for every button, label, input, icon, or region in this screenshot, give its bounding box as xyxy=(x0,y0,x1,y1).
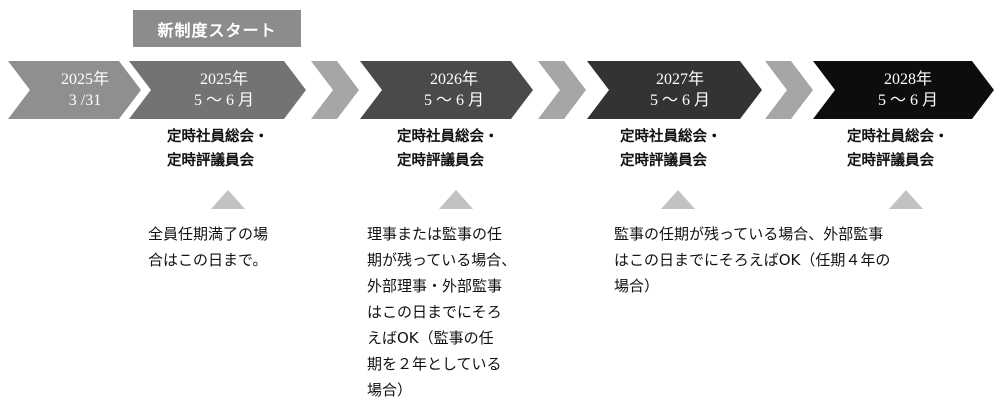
connector-arrow-2 xyxy=(538,61,586,119)
note-line: 期が残っている場合、 xyxy=(367,251,517,269)
arrow-stage-2028-may-june xyxy=(813,61,994,119)
date-year: 2025年 xyxy=(199,71,248,88)
arrow-stage-2025-may-june xyxy=(129,61,306,119)
meeting-line: 定時社員総会・ xyxy=(397,129,499,145)
meeting-label-2028: 定時社員総会・ 定時評議員会 xyxy=(847,125,949,173)
meeting-line: 定時評議員会 xyxy=(397,153,484,169)
date-label-2025-0331: 2025年 3 /31 xyxy=(40,66,130,114)
note-line: 全員任期満了の場 xyxy=(148,225,269,243)
meeting-label-2026: 定時社員総会・ 定時評議員会 xyxy=(397,125,499,173)
note-line: 理事または監事の任 xyxy=(367,225,503,243)
note-line: 監事の任期が残っている場合、外部監事 xyxy=(614,225,884,243)
note-line: 場合） xyxy=(367,381,413,399)
note-2025: 全員任期満了の場 合はこの日まで。 xyxy=(148,221,268,273)
triangle-marker-2028 xyxy=(889,190,923,209)
date-period: 5 〜 6 月 xyxy=(423,92,484,109)
connector-arrow-1 xyxy=(311,61,359,119)
triangle-marker-2027 xyxy=(661,190,695,209)
note-line: 外部理事・外部監事 xyxy=(367,277,503,295)
date-period: 5 〜 6 月 xyxy=(877,92,938,109)
arrow-stage-2025-0331 xyxy=(8,61,141,119)
meeting-line: 定時評議員会 xyxy=(167,153,254,169)
date-period: 5 〜 6 月 xyxy=(193,92,254,109)
meeting-label-2025: 定時社員総会・ 定時評議員会 xyxy=(167,125,269,173)
note-line: 期を２年としている xyxy=(367,355,502,373)
date-period: 3 /31 xyxy=(68,92,102,109)
arrow-stage-2026-may-june xyxy=(360,61,533,119)
note-line: 場合） xyxy=(614,277,660,295)
triangle-marker-2026 xyxy=(439,190,473,209)
meeting-line: 定時社員総会・ xyxy=(167,129,269,145)
date-label-2028-may-june: 2028年 5 〜 6 月 xyxy=(844,66,972,114)
meeting-line: 定時社員総会・ xyxy=(847,129,949,145)
meeting-label-2027: 定時社員総会・ 定時評議員会 xyxy=(620,125,722,173)
date-year: 2027年 xyxy=(655,71,704,88)
meeting-line: 定時評議員会 xyxy=(847,153,934,169)
new-system-start-badge: 新制度スタート xyxy=(133,10,301,47)
date-year: 2028年 xyxy=(883,71,932,88)
note-line: はこの日までにそろえばOK（任期４年の xyxy=(614,251,891,269)
note-2026: 理事または監事の任 期が残っている場合、 外部理事・外部監事 はこの日までにそろ… xyxy=(367,221,516,403)
note-line: はこの日までにそろ xyxy=(367,303,502,321)
date-label-2025-may-june: 2025年 5 〜 6 月 xyxy=(160,66,288,114)
meeting-line: 定時評議員会 xyxy=(620,153,707,169)
note-line: 合はこの日まで。 xyxy=(148,251,268,269)
meeting-line: 定時社員総会・ xyxy=(620,129,722,145)
date-label-2027-may-june: 2027年 5 〜 6 月 xyxy=(616,66,744,114)
note-2027-2028: 監事の任期が残っている場合、外部監事 はこの日までにそろえばOK（任期４年の 場… xyxy=(614,221,890,299)
date-year: 2025年 xyxy=(60,71,109,88)
date-label-2026-may-june: 2026年 5 〜 6 月 xyxy=(390,66,518,114)
arrow-stage-2027-may-june xyxy=(587,61,762,119)
note-line: えばOK（監事の任 xyxy=(367,329,494,347)
connector-arrow-3 xyxy=(765,61,813,119)
date-period: 5 〜 6 月 xyxy=(649,92,710,109)
date-year: 2026年 xyxy=(429,71,478,88)
triangle-marker-2025 xyxy=(211,190,245,209)
